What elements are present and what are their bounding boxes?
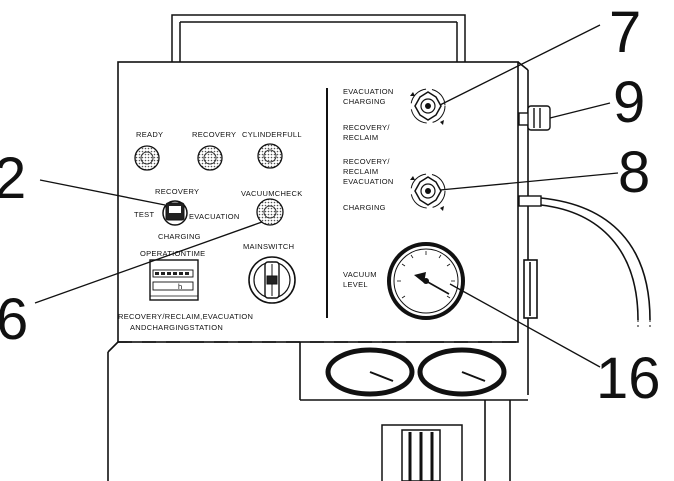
recovery-reclaim-label-1: RECOVERY/ xyxy=(343,123,390,132)
service-fitting xyxy=(518,105,551,131)
switch-charging-label: CHARGING xyxy=(158,232,201,241)
vacuum-check-label: VACUUMCHECK xyxy=(241,189,303,198)
station-caption-line1: RECOVERY/RECLAIM,EVACUATION xyxy=(118,312,253,321)
mode-selector-switch[interactable] xyxy=(162,200,188,226)
recovery-reclaim-label-2: RECLAIM xyxy=(343,133,378,142)
vacuum-gauge xyxy=(387,242,465,320)
rre-label-3: EVACUATION xyxy=(343,177,394,186)
main-switch-label: MAINSWITCH xyxy=(243,242,294,251)
recovery-charging-valve[interactable] xyxy=(410,173,446,211)
callout-2: 2 xyxy=(0,146,26,211)
main-switch[interactable] xyxy=(248,256,296,304)
evacuation-charging-label-1: EVACUATION xyxy=(343,87,394,96)
charging-label: CHARGING xyxy=(343,203,386,212)
switch-recovery-label: RECOVERY xyxy=(155,187,199,196)
rre-label-2: RECLAIM xyxy=(343,167,378,176)
ready-label: READY xyxy=(136,130,163,139)
meter-unit: h xyxy=(178,282,182,291)
evacuation-charging-valve[interactable] xyxy=(410,88,446,125)
station-caption-line2: ANDCHARGINGSTATION xyxy=(130,323,223,332)
vacuum-check-button[interactable] xyxy=(256,198,284,226)
switch-test-label: TEST xyxy=(134,210,154,219)
vacuum-level-label-1: VACUUM xyxy=(343,270,377,279)
rre-label-1: RECOVERY/ xyxy=(343,157,390,166)
cylinder-full-lamp xyxy=(257,143,283,169)
lower-gauge-left xyxy=(325,347,415,397)
lower-gauge-right xyxy=(417,347,507,397)
callout-9: 9 xyxy=(613,70,645,135)
leader-lines xyxy=(34,24,619,368)
callout-7: 7 xyxy=(609,0,641,65)
hose xyxy=(518,195,651,330)
evacuation-charging-label-2: CHARGING xyxy=(343,97,386,106)
vacuum-level-label-2: LEVEL xyxy=(343,280,368,289)
switch-evacuation-label: EVACUATION xyxy=(189,212,240,221)
top-tray xyxy=(171,14,466,62)
recovery-lamp xyxy=(197,145,223,171)
recovery-label: RECOVERY xyxy=(192,130,236,139)
cylinder-full-label: CYLINDERFULL xyxy=(242,130,302,139)
ready-lamp xyxy=(134,145,160,171)
callout-6: 6 xyxy=(0,287,28,352)
operation-time-meter xyxy=(149,259,199,301)
callout-16: 16 xyxy=(596,346,661,411)
callout-8: 8 xyxy=(618,140,650,205)
lower-bracket xyxy=(381,424,463,481)
